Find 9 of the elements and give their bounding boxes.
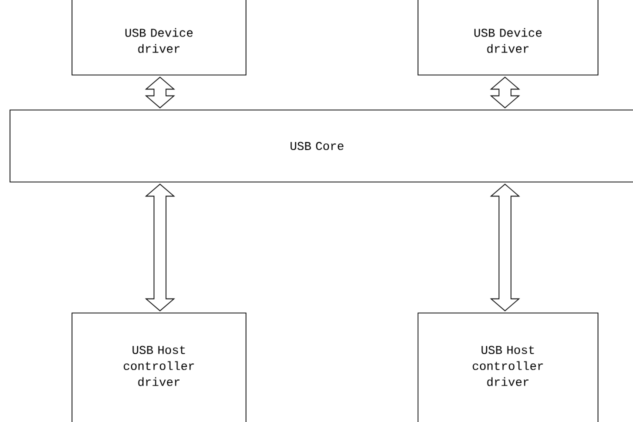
double-arrow <box>144 184 176 312</box>
box: USB Device driver <box>418 0 598 76</box>
double-arrow <box>144 76 176 108</box>
double-arrow <box>490 184 520 312</box>
double-arrow <box>490 76 520 108</box>
box: USB Host controller driver <box>72 312 246 422</box>
box: USB Device driver <box>72 0 246 76</box>
box: USB Core <box>10 110 633 182</box>
box: USB Host controller driver <box>418 312 598 422</box>
